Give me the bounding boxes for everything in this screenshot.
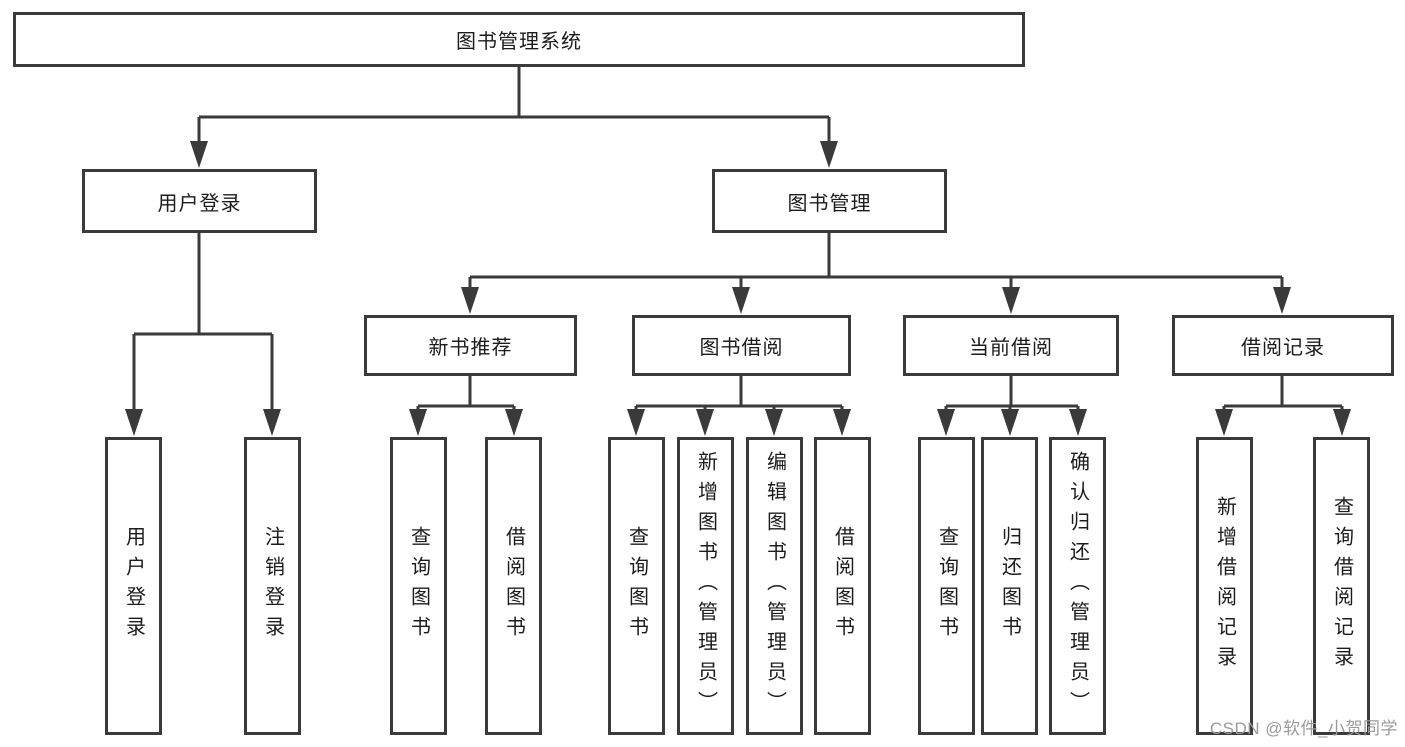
arrow-icon bbox=[1215, 409, 1233, 436]
leaf-query-books-recommend: 查询图书 bbox=[390, 437, 447, 735]
connector-book-borrowing bbox=[634, 376, 844, 411]
leaf-label: 确认归还（管理员） bbox=[1066, 451, 1089, 721]
leaf-add-borrow-record: 新增借阅记录 bbox=[1196, 437, 1253, 735]
leaf-label: 查询图书 bbox=[935, 526, 958, 646]
leaf-confirm-return-admin: 确认归还（管理员） bbox=[1049, 437, 1106, 735]
leaf-borrow-books-recommend: 借阅图书 bbox=[485, 437, 542, 735]
node-borrowing-records: 借阅记录 bbox=[1172, 315, 1394, 376]
node-label: 新书推荐 bbox=[428, 337, 513, 359]
node-label: 当前借阅 bbox=[969, 337, 1053, 359]
leaf-label: 编辑图书（管理员） bbox=[763, 451, 786, 721]
leaf-edit-book-admin: 编辑图书（管理员） bbox=[746, 437, 803, 735]
leaf-query-books-current: 查询图书 bbox=[918, 437, 975, 735]
leaf-query-books-borrowing: 查询图书 bbox=[608, 437, 665, 735]
leaf-user-login: 用户登录 bbox=[105, 437, 162, 735]
leaf-label: 查询图书 bbox=[407, 526, 430, 646]
arrow-icon bbox=[1069, 409, 1087, 436]
leaf-label: 注销登录 bbox=[261, 526, 284, 646]
node-label: 用户登录 bbox=[157, 192, 242, 215]
leaf-label: 用户登录 bbox=[122, 526, 145, 646]
arrow-icon bbox=[765, 409, 783, 436]
arrow-icon bbox=[732, 287, 750, 314]
leaf-label: 新增图书（管理员） bbox=[694, 451, 717, 721]
arrow-icon bbox=[409, 409, 427, 436]
arrow-icon bbox=[696, 409, 714, 436]
node-current-borrowing: 当前借阅 bbox=[903, 315, 1119, 376]
leaf-label: 新增借阅记录 bbox=[1213, 496, 1236, 676]
arrow-icon bbox=[833, 409, 851, 436]
leaf-logout-login: 注销登录 bbox=[244, 437, 301, 735]
arrow-icon bbox=[190, 141, 208, 168]
arrow-icon bbox=[1001, 409, 1019, 436]
connector-user-login bbox=[132, 233, 274, 411]
arrow-icon bbox=[125, 409, 143, 436]
arrow-icon bbox=[263, 409, 281, 436]
arrow-icon bbox=[505, 409, 523, 436]
node-user-login: 用户登录 bbox=[82, 169, 317, 233]
node-label: 图书借阅 bbox=[699, 337, 784, 359]
leaf-label: 查询借阅记录 bbox=[1330, 496, 1353, 676]
node-root-system: 图书管理系统 bbox=[13, 12, 1025, 67]
arrow-icon bbox=[1273, 287, 1291, 314]
leaf-borrow-books: 借阅图书 bbox=[814, 437, 871, 735]
csdn-watermark: CSDN @软件_小贺同学 bbox=[1209, 719, 1398, 738]
arrow-icon bbox=[820, 141, 838, 168]
connector-borrow-records bbox=[1222, 376, 1344, 411]
leaf-label: 查询图书 bbox=[625, 526, 648, 646]
leaf-query-borrow-record: 查询借阅记录 bbox=[1313, 437, 1370, 735]
connector-new-book bbox=[416, 376, 516, 411]
node-new-book-recommend: 新书推荐 bbox=[364, 315, 577, 376]
arrow-icon bbox=[1333, 409, 1351, 436]
connector-book-management bbox=[468, 233, 1284, 290]
node-label: 图书管理系统 bbox=[456, 31, 582, 53]
leaf-add-book-admin: 新增图书（管理员） bbox=[677, 437, 734, 735]
leaf-label: 借阅图书 bbox=[831, 526, 854, 646]
connector-current-borrowing bbox=[944, 376, 1080, 411]
node-book-borrowing: 图书借阅 bbox=[632, 315, 851, 376]
arrow-icon bbox=[627, 409, 645, 436]
leaf-return-books: 归还图书 bbox=[981, 437, 1038, 735]
node-book-management: 图书管理 bbox=[712, 169, 947, 233]
arrow-icon bbox=[937, 409, 955, 436]
leaf-label: 借阅图书 bbox=[502, 526, 525, 646]
connector-root bbox=[197, 66, 831, 142]
arrow-icon bbox=[1002, 287, 1020, 314]
leaf-label: 归还图书 bbox=[998, 526, 1021, 646]
node-label: 借阅记录 bbox=[1241, 337, 1325, 359]
node-label: 图书管理 bbox=[787, 192, 872, 215]
arrow-icon bbox=[461, 287, 479, 314]
